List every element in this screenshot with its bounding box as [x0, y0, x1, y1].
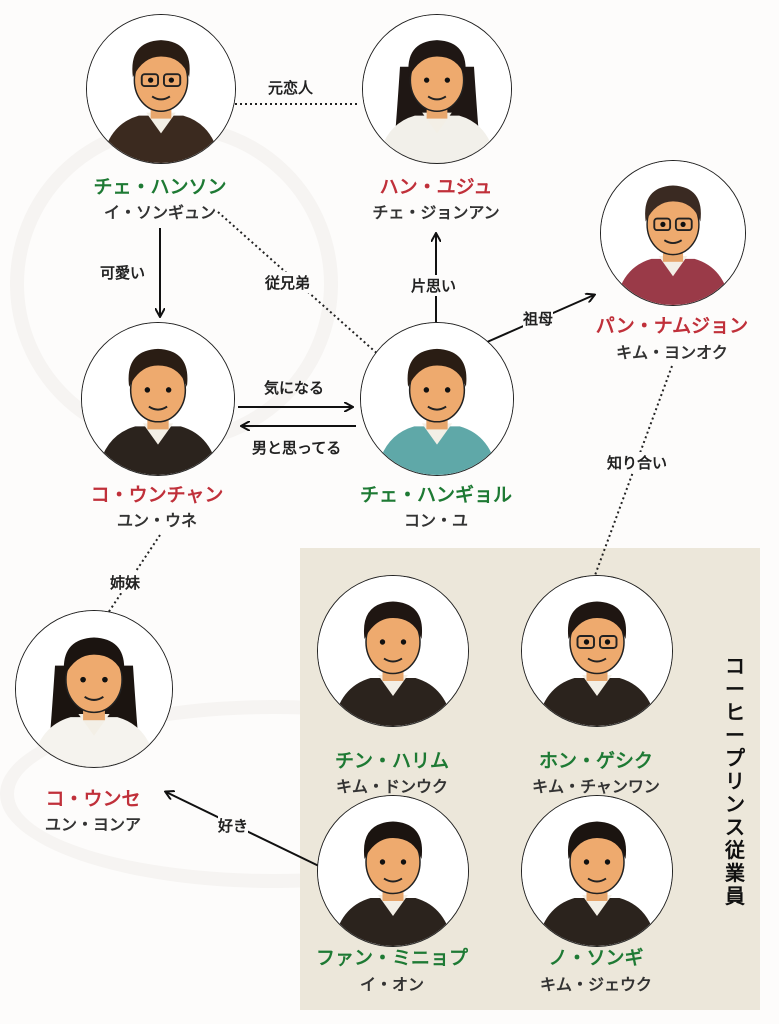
- relation-label: 知り合い: [607, 452, 668, 473]
- role-name: ホン・ゲシク: [538, 750, 653, 772]
- portrait-illustration: [318, 576, 468, 726]
- actor-name: イ・ソンギュン: [103, 203, 216, 222]
- portrait-minyeop: [317, 795, 469, 947]
- relation-label: 気になる: [264, 379, 325, 397]
- actor-name: ユン・ウネ: [116, 511, 197, 530]
- relation-label: 男と思ってる: [252, 439, 342, 457]
- portrait-illustration: [87, 15, 235, 163]
- actor-name: イ・オン: [359, 975, 424, 994]
- actor-name: キム・ヨンオク: [616, 343, 728, 362]
- role-name: ノ・ソンギ: [548, 947, 644, 969]
- portrait-illustration: [361, 323, 513, 475]
- relation-label: 好き: [218, 815, 249, 836]
- role-name: チェ・ハンソン: [93, 176, 227, 198]
- actor-name: キム・ドンウク: [335, 777, 448, 796]
- actor-name: キム・ジェウク: [539, 975, 652, 994]
- portrait-illustration: [363, 15, 511, 163]
- portrait-illustration: [522, 796, 672, 946]
- portrait-gesik: [521, 575, 673, 727]
- portrait-seonggi: [521, 795, 673, 947]
- portrait-namjeong: [600, 160, 746, 306]
- portrait-hanseong: [86, 14, 236, 164]
- portrait-hangyeol: [360, 322, 514, 476]
- role-name: チン・ハリム: [334, 750, 449, 772]
- portrait-yuju: [362, 14, 512, 164]
- relation-label: 姉妹: [110, 572, 141, 593]
- role-name: ファン・ミニョプ: [315, 947, 468, 969]
- relation-label: 可愛い: [100, 264, 146, 282]
- actor-name: コン・ユ: [403, 511, 468, 530]
- portrait-illustration: [318, 796, 468, 946]
- role-name: チェ・ハンギョル: [359, 484, 512, 506]
- actor-name: ユン・ヨンア: [44, 815, 141, 834]
- actor-name: キム・チャンワン: [532, 777, 660, 796]
- portrait-eunchan: [81, 322, 235, 476]
- portrait-illustration: [82, 323, 234, 475]
- role-name: コ・ウンチャン: [90, 484, 224, 506]
- relation-label: 片思い: [411, 275, 457, 296]
- actor-name: チェ・ジョンアン: [372, 203, 500, 222]
- portrait-eunsae: [15, 610, 173, 768]
- portrait-harim: [317, 575, 469, 727]
- role-name: ハン・ユジュ: [379, 176, 493, 198]
- role-name: コ・ウンセ: [45, 788, 141, 810]
- relation-label: 祖母: [523, 308, 554, 329]
- portrait-illustration: [522, 576, 672, 726]
- portrait-illustration: [601, 161, 745, 305]
- portrait-illustration: [16, 611, 172, 767]
- staff-group-label: コーヒープリンス従業員: [725, 654, 745, 908]
- relation-label: 元恋人: [268, 79, 314, 97]
- relation-label: 従兄弟: [265, 272, 311, 293]
- role-name: パン・ナムジョン: [595, 315, 749, 337]
